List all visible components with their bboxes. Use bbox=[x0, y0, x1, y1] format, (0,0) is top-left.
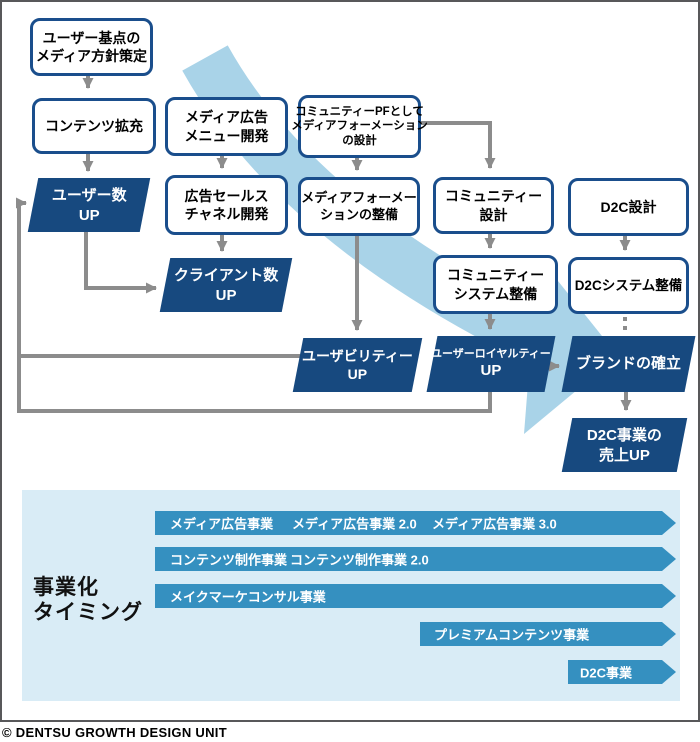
node-user-loyalty-up-line2: UP bbox=[480, 362, 502, 380]
node-d2c-system-label: D2Cシステム整備 bbox=[574, 277, 683, 293]
timeline-label-content-1: コンテンツ制作事業 bbox=[170, 552, 288, 568]
node-user-loyalty-up: ユーザーロイヤルティー UP bbox=[426, 336, 556, 392]
timeline-label-media-ad-2: メディア広告事業 2.0 bbox=[292, 516, 417, 532]
timeline-bar-content-production: コンテンツ制作事業 コンテンツ制作事業 2.0 bbox=[155, 547, 676, 571]
arrow-userup-to-clientup bbox=[84, 232, 157, 294]
node-user-loyalty-up-line1: ユーザーロイヤルティー bbox=[431, 348, 551, 361]
node-d2c-system: D2Cシステム整備 bbox=[568, 257, 689, 314]
timeline-label-content-2: コンテンツ制作事業 2.0 bbox=[290, 552, 429, 568]
business-timing-panel: 事業化 タイミング メディア広告事業 メディア広告事業 2.0 メディア広告事業… bbox=[22, 490, 680, 701]
node-d2c-sales-up-line2: 売上UP bbox=[599, 446, 650, 463]
node-usability-up-line1: ユーザビリティー bbox=[302, 347, 413, 364]
timeline-bar-make-marke-consulting: メイクマーケコンサル事業 bbox=[155, 584, 676, 608]
node-client-count-up: クライアント数 UP bbox=[159, 258, 293, 312]
node-community-system-line2: システム整備 bbox=[453, 285, 538, 302]
node-community-system-line1: コミュニティー bbox=[446, 267, 545, 284]
node-media-formation-line1: メディアフォーメー bbox=[301, 189, 417, 205]
timeline-label-premium: プレミアムコンテンツ事業 bbox=[434, 627, 590, 643]
node-usability-up-line2: UP bbox=[347, 366, 368, 382]
node-community-design-line1: コミュニティー bbox=[444, 188, 543, 205]
node-ad-menu-dev-line1: メディア広告 bbox=[184, 109, 269, 126]
node-ad-sales-channel: 広告セールス チャネル開発 bbox=[165, 175, 288, 235]
node-user-count-up: ユーザー数 UP bbox=[27, 178, 151, 232]
node-ad-sales-line2: チャネル開発 bbox=[184, 206, 269, 222]
node-media-policy: ユーザー基点の メディア方針策定 bbox=[30, 18, 153, 76]
node-community-design: コミュニティー 設計 bbox=[433, 177, 554, 234]
node-community-design-line2: 設計 bbox=[479, 206, 508, 223]
node-media-formation-line2: ションの整備 bbox=[319, 206, 398, 222]
node-community-pf-design: コミュニティーPFとして メディアフォーメーション の設計 bbox=[291, 95, 428, 158]
node-ad-sales-line1: 広告セールス bbox=[184, 187, 269, 204]
node-ad-menu-dev: メディア広告 メニュー開発 bbox=[165, 97, 288, 156]
timeline-label-consulting: メイクマーケコンサル事業 bbox=[170, 589, 326, 605]
node-brand-establishment: ブランドの確立 bbox=[561, 336, 696, 392]
node-ad-menu-dev-line2: メニュー開発 bbox=[184, 127, 269, 144]
node-d2c-design-label: D2C設計 bbox=[600, 198, 657, 215]
node-brand-establishment-label: ブランドの確立 bbox=[575, 355, 681, 373]
diagram-frame bbox=[0, 0, 700, 722]
node-user-count-up-line1: ユーザー数 bbox=[51, 186, 127, 204]
node-media-policy-line2: メディア方針策定 bbox=[35, 48, 148, 64]
node-media-formation: メディアフォーメー ションの整備 bbox=[298, 177, 420, 236]
timeline-bar-d2c: D2C事業 bbox=[568, 660, 676, 684]
feedback-loyalty-to-userup bbox=[16, 197, 492, 413]
timeline-label-media-ad-1: メディア広告事業 bbox=[170, 516, 274, 532]
node-community-pf-line3: の設計 bbox=[342, 134, 377, 147]
copyright-text: © DENTSU GROWTH DESIGN UNIT bbox=[2, 725, 227, 740]
node-client-count-up-line2: UP bbox=[215, 286, 237, 303]
timeline-bar-media-ad: メディア広告事業 メディア広告事業 2.0 メディア広告事業 3.0 bbox=[155, 511, 676, 535]
node-community-pf-line2: メディアフォーメーション bbox=[291, 120, 428, 133]
business-timing-title: 事業化 タイミング bbox=[33, 575, 143, 625]
node-client-count-up-line1: クライアント数 bbox=[173, 266, 279, 284]
node-content-expansion: コンテンツ拡充 bbox=[32, 98, 156, 154]
timeline-bar-premium-content: プレミアムコンテンツ事業 bbox=[420, 622, 676, 646]
node-user-count-up-line2: UP bbox=[78, 206, 100, 223]
node-community-pf-line1: コミュニティーPFとして bbox=[295, 105, 424, 118]
timeline-label-d2c: D2C事業 bbox=[580, 665, 633, 681]
node-d2c-sales-up-line1: D2C事業の bbox=[586, 426, 662, 444]
arrow-pf-to-commdesign bbox=[415, 121, 496, 169]
node-usability-up: ユーザビリティー UP bbox=[292, 338, 423, 392]
business-timing-title-line1: 事業化 bbox=[33, 576, 99, 599]
node-content-expansion-label: コンテンツ拡充 bbox=[45, 117, 143, 134]
business-timing-title-line2: タイミング bbox=[33, 601, 143, 625]
node-d2c-sales-up: D2C事業の 売上UP bbox=[561, 418, 688, 472]
timeline-label-media-ad-3: メディア広告事業 3.0 bbox=[432, 516, 557, 532]
node-media-policy-line1: ユーザー基点の bbox=[42, 29, 141, 46]
node-d2c-design: D2C設計 bbox=[568, 178, 689, 236]
node-community-system: コミュニティー システム整備 bbox=[433, 255, 558, 314]
